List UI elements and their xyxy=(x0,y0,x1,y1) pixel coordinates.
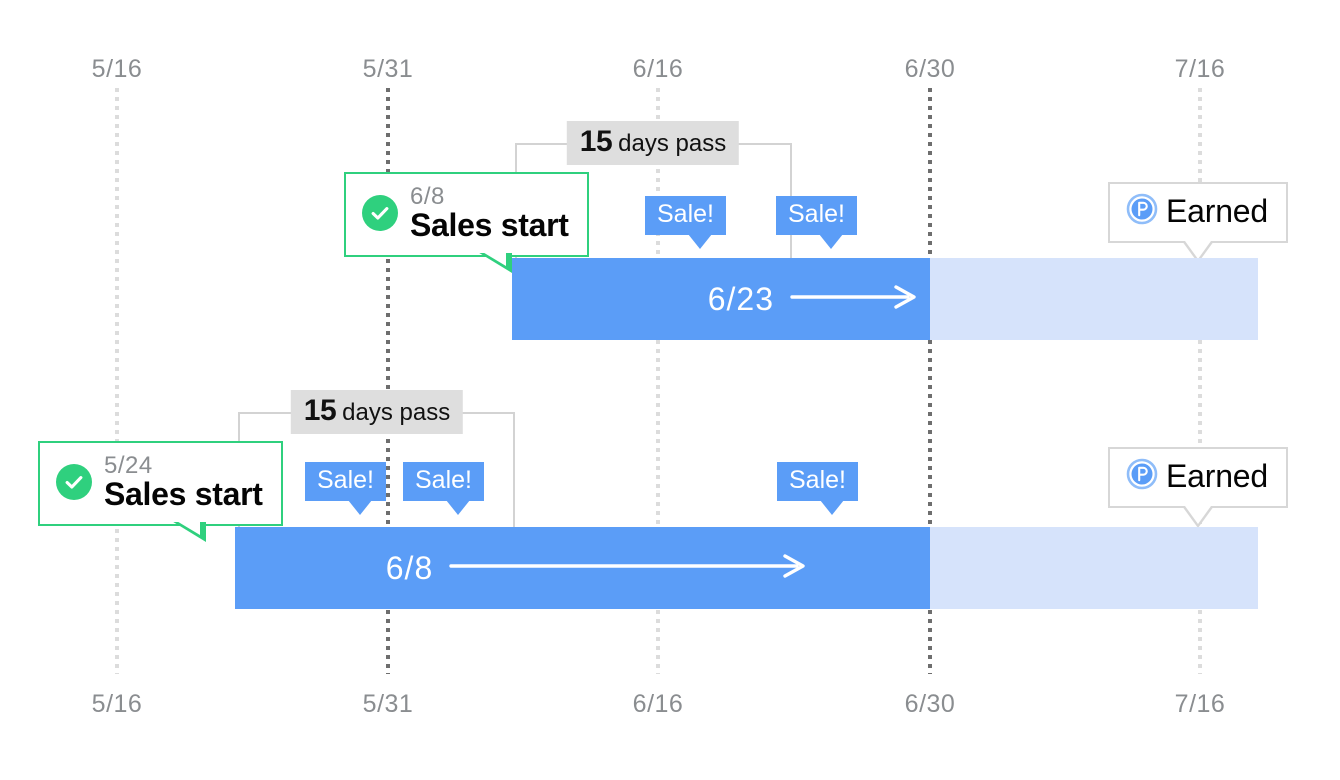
sales-start-date: 6/8 xyxy=(410,183,445,210)
timeline-bar-active xyxy=(235,527,930,609)
timeline-bar[interactable]: 6/23 xyxy=(512,258,1258,340)
pass-period-label: 15 days pass xyxy=(566,121,740,165)
sale-badge[interactable]: Sale! xyxy=(776,196,857,249)
point-p-icon xyxy=(1126,458,1158,495)
earned-label: Earned xyxy=(1166,458,1268,494)
gridline-5-31 xyxy=(386,88,390,674)
pass-period-text: days pass xyxy=(342,399,451,426)
sales-start-date: 5/24 xyxy=(104,452,153,479)
callout-tail xyxy=(476,252,512,275)
earned-callout-tail-inner xyxy=(1185,241,1211,259)
axis-top-tick-label: 7/16 xyxy=(1174,55,1226,83)
sale-badge-label: Sale! xyxy=(657,200,714,228)
earned-callout[interactable]: Earned xyxy=(1108,447,1288,528)
sale-badge[interactable]: Sale! xyxy=(403,462,484,515)
pass-period-text: days pass xyxy=(618,130,727,157)
axis-bottom-tick-label: 7/16 xyxy=(1174,690,1226,718)
sale-badge-tail xyxy=(445,499,470,515)
sale-badge-tail xyxy=(347,499,372,515)
sale-badge[interactable]: Sale! xyxy=(305,462,386,515)
sales-start-callout[interactable]: 5/24 Sales start xyxy=(38,441,283,542)
sales-start-title: Sales start xyxy=(410,207,569,244)
gridline-6-30 xyxy=(928,88,932,674)
sale-badge-label: Sale! xyxy=(788,200,845,228)
gridline-6-16 xyxy=(656,88,660,674)
axis-bottom-tick-label: 5/31 xyxy=(362,690,414,718)
gridline-7-16 xyxy=(1198,88,1202,674)
axis-top-tick-label: 6/16 xyxy=(632,55,684,83)
callout-tail xyxy=(170,521,206,544)
timeline-bar-content: 6/23 xyxy=(512,258,930,340)
sale-badge[interactable]: Sale! xyxy=(777,462,858,515)
gridline-5-16 xyxy=(115,88,119,674)
sale-badge-tail xyxy=(687,233,712,249)
sale-badge-label: Sale! xyxy=(415,466,472,494)
timeline-bar-date: 6/8 xyxy=(385,549,434,586)
axis-bottom-tick-label: 6/30 xyxy=(904,690,956,718)
point-p-icon xyxy=(1126,193,1158,230)
earned-callout[interactable]: Earned xyxy=(1108,182,1288,263)
axis-bottom-tick-label: 6/16 xyxy=(632,690,684,718)
earned-callout-tail-inner xyxy=(1185,506,1211,524)
timeline-bar-active xyxy=(512,258,930,340)
sale-badge-tail xyxy=(819,499,844,515)
timeline-bar-date: 6/23 xyxy=(707,280,774,317)
sales-start-text: 5/24 Sales start xyxy=(104,453,263,512)
sales-start-text: 6/8 Sales start xyxy=(410,184,569,243)
right-arrow-icon xyxy=(790,284,920,315)
axis-top-tick-label: 5/31 xyxy=(362,55,414,83)
timeline-bar-pending xyxy=(930,527,1258,609)
check-circle-icon xyxy=(56,464,92,501)
pass-period-days: 15 xyxy=(579,125,613,158)
axis-top-tick-label: 6/30 xyxy=(904,55,956,83)
pass-period-label: 15 days pass xyxy=(290,390,464,434)
axis-bottom-tick-label: 5/16 xyxy=(91,690,143,718)
sale-badge-label: Sale! xyxy=(317,466,374,494)
sale-badge[interactable]: Sale! xyxy=(645,196,726,249)
sales-start-callout[interactable]: 6/8 Sales start xyxy=(344,172,589,273)
timeline-bar-pending xyxy=(930,258,1258,340)
timeline-bar[interactable]: 6/8 xyxy=(235,527,1258,609)
pass-period-days: 15 xyxy=(303,394,337,427)
timeline-bar-content: 6/8 xyxy=(235,527,930,609)
sales-start-title: Sales start xyxy=(104,476,263,513)
right-arrow-icon xyxy=(449,553,809,584)
earned-label: Earned xyxy=(1166,193,1268,229)
axis-top-tick-label: 5/16 xyxy=(91,55,143,83)
sale-badge-label: Sale! xyxy=(789,466,846,494)
sale-badge-tail xyxy=(818,233,843,249)
check-circle-icon xyxy=(362,195,398,232)
